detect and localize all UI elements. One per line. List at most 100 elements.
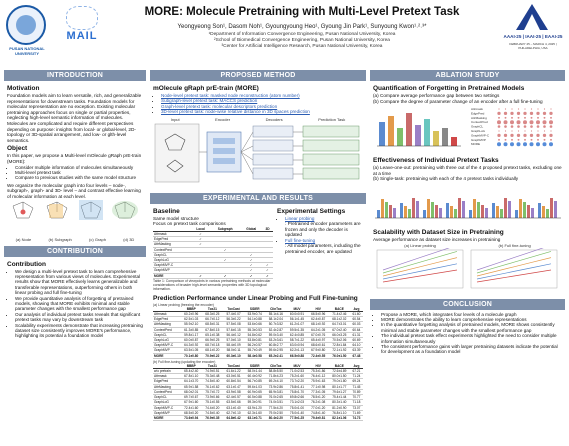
heatmap-dot — [536, 125, 540, 129]
heatmap-dot — [524, 139, 526, 141]
table-cell: 55.9±2.10 — [180, 321, 202, 328]
table-cell: 52.4±2.87 — [265, 327, 287, 333]
table-cell: 82.1±1.06 — [328, 415, 350, 422]
settings-block: Experimental Settings Linear probing : P… — [277, 206, 363, 291]
table-cell — [261, 231, 273, 238]
heatmap-dot — [529, 120, 534, 125]
table-cell: 63.0±0.94 — [286, 342, 308, 349]
table-cell: 66.5±0.88 — [286, 353, 308, 359]
section-introduction: INTRODUCTION — [4, 70, 146, 81]
table-cell: 78.5±1.20 — [307, 394, 329, 401]
table-cell: 71.4±2.46 — [328, 311, 350, 318]
table-cell — [261, 236, 273, 243]
heatmap-dot — [504, 108, 507, 110]
object-list: Consider multiple information of molecul… — [7, 165, 143, 181]
table-cell: 62.4±0.87 — [307, 316, 329, 323]
heatmap-dot — [523, 111, 527, 116]
pretext-bar — [496, 205, 499, 218]
scale-line — [476, 244, 552, 270]
table-cell: 68.1±0.92 — [307, 321, 329, 328]
pretext-bar — [385, 201, 388, 218]
pretext-bar — [427, 198, 430, 218]
scale-line — [476, 269, 552, 282]
table-cell: 63.5±0.66 — [222, 399, 245, 406]
heatmap-row-label: Attrmask — [471, 107, 483, 111]
table-cell: 59.6±2.95 — [265, 347, 287, 354]
table-cell: ContextPred — [153, 247, 192, 253]
table-cell: 75.9±1.63 — [307, 378, 329, 385]
table-cell: EdgePred — [153, 378, 181, 385]
table-row: AttrMasking✓ — [153, 241, 273, 248]
heatmap-row-label: GraphMVP — [471, 138, 486, 142]
table-cell: 76.1±0.62 — [201, 384, 223, 390]
column-header: Subgraph — [209, 226, 241, 232]
table-cell: 63.1±0.47 — [222, 384, 245, 390]
table-cell: 58.7±1.22 — [286, 337, 308, 344]
table-cell: 56.7±0.85 — [244, 378, 266, 385]
forgetting-figure: AttrmaskEdgePredAttrMaskingContextPredGr… — [377, 107, 553, 147]
table-cell: 56.3±0.22 — [222, 316, 245, 323]
pretext-bar — [450, 205, 453, 218]
affiliation-2: ²School of Biomedical Convergence Engine… — [214, 38, 390, 43]
table-cell: 60.69 — [349, 337, 363, 344]
column-header: HIV — [307, 363, 329, 370]
table-cell — [191, 247, 210, 253]
gap-bar — [406, 113, 412, 147]
table-cell: GraphCL — [153, 252, 192, 259]
table-cell: 70.77 — [349, 394, 363, 401]
fig-label-prediction: Prediction Task — [318, 116, 346, 122]
table-cell — [261, 257, 273, 264]
table-cell: Attrmask — [153, 231, 192, 238]
table-cell: 70.89 — [349, 389, 363, 396]
heatmap-dot — [523, 133, 527, 138]
table-row: MORE✓✓✓✓ — [153, 273, 273, 279]
scale-line — [382, 244, 458, 270]
table-cell: 75.1±0.55 — [201, 399, 223, 406]
table-row: GraphCL✓ — [153, 252, 273, 259]
pretext-bar — [408, 208, 411, 218]
table-cell: 61.6±1.22 — [222, 368, 245, 375]
pretext-b: (b) Single-task: pretraining with each o… — [373, 176, 519, 182]
table-cell: ✓ — [240, 267, 262, 274]
table-cell: 74.5±0.40 — [201, 410, 223, 416]
table-cell: 79.4±0.81 — [307, 415, 329, 422]
settings-list-2: Full fine-tuning — [277, 238, 363, 243]
heatmap-dot — [497, 120, 501, 125]
table-cell: 80.1±1.77 — [328, 384, 350, 390]
table-cell: 75.0±1.00 — [286, 405, 308, 411]
column-header: Global — [240, 226, 262, 232]
table-cell: 71.18 — [349, 399, 363, 406]
table-cell: 67.0±0.76 — [307, 332, 329, 339]
authors: Yeongyeong Son¹, Dasom Noh¹, Gyoungyoung… — [177, 24, 427, 30]
table-cell — [261, 247, 273, 253]
heatmap-dot — [497, 133, 501, 138]
heatmap-dot — [537, 108, 539, 110]
heatmap-row-label: MORE — [471, 142, 480, 146]
pretext-bar — [515, 209, 518, 218]
pretext-bar — [519, 198, 522, 218]
heatmap-dot — [497, 111, 501, 116]
linear-probing-desc: : Pretrained encoder parameters are froz… — [285, 221, 361, 238]
table-cell — [240, 236, 262, 243]
table-cell: 57.5±0.08 — [222, 321, 245, 328]
table-cell: ✓ — [191, 273, 210, 279]
heatmap-dot — [510, 142, 514, 147]
heatmap-dot — [530, 117, 533, 119]
heatmap-dot — [537, 139, 539, 141]
heatmap-dot — [511, 117, 513, 119]
heatmap-dot — [516, 111, 521, 116]
table-cell: 76.8±1.10 — [328, 410, 350, 416]
level-label-subgraph: (b) Subgraph — [48, 236, 72, 242]
table-cell: ContextPred — [153, 389, 181, 396]
table-cell: 62.7±0.10 — [222, 410, 245, 416]
heatmap-dot — [517, 117, 520, 119]
heatmap-row-label: GraphMVP-C — [471, 134, 490, 138]
table-cell: 60.5±0.88 — [244, 394, 266, 401]
pretext-bar — [554, 200, 557, 218]
table-cell: 64.8±0.42 — [222, 415, 245, 422]
heatmap-dot — [536, 142, 540, 147]
heatmap-dot — [543, 108, 546, 110]
